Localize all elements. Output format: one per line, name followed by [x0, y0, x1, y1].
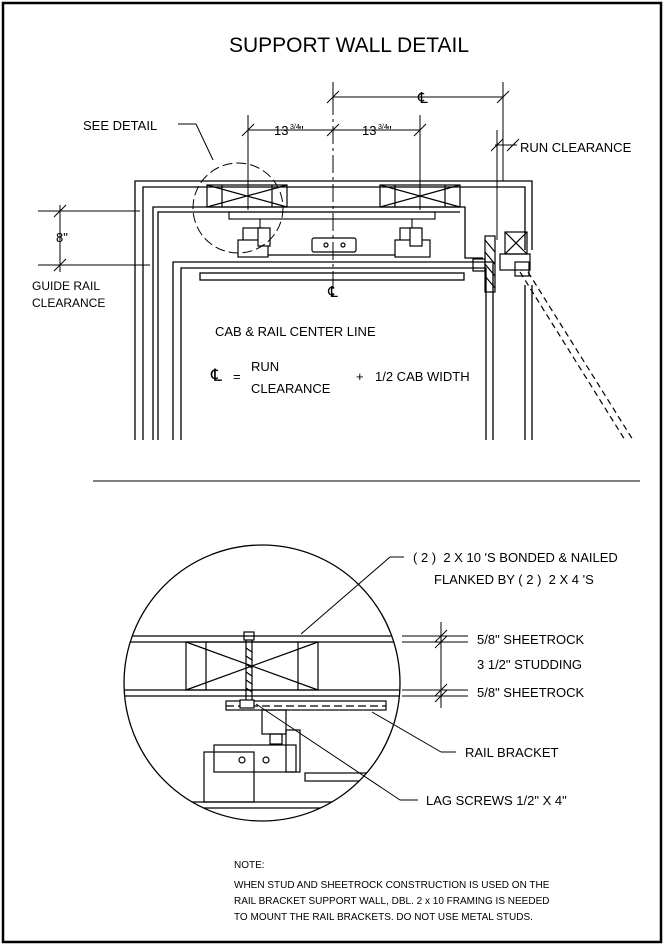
formula-clearance: CLEARANCE — [251, 381, 331, 396]
guide-rail-clearance-2: CLEARANCE — [32, 296, 105, 310]
dim-left-13-3-4: 13 3/4 " — [274, 123, 304, 138]
guide-rails — [237, 227, 431, 258]
centerline-top-symbol: ℄ — [417, 90, 428, 107]
formula-plus: + — [356, 369, 364, 384]
dim-right-fraction: 3/4 — [378, 124, 388, 131]
sheetrock-bottom-label: 5/8" SHEETROCK — [477, 685, 585, 700]
dim-left-inch: " — [299, 123, 304, 138]
see-detail-circle — [192, 162, 284, 254]
formula-cl-symbol: ℄ — [210, 366, 222, 385]
cab-strip — [199, 272, 465, 281]
formula-equals: = — [233, 369, 241, 384]
note-line-1: WHEN STUD AND SHEETROCK CONSTRUCTION IS … — [234, 880, 550, 891]
guide-rail-clearance-1: GUIDE RAIL — [32, 279, 100, 293]
dim-8-label: 8" — [56, 230, 68, 245]
wall-blocking — [206, 184, 461, 208]
sheetrock-top-label: 5/8" SHEETROCK — [477, 632, 585, 647]
dimensions — [38, 82, 520, 272]
formula-run: RUN — [251, 359, 279, 374]
door-detail — [472, 231, 634, 441]
dim-right-13-3-4: 13 3/4 " — [362, 123, 392, 138]
plan-view — [134, 180, 533, 440]
cab-outline — [172, 261, 494, 440]
note-line-3: TO MOUNT THE RAIL BRACKETS. DO NOT USE M… — [234, 912, 533, 923]
detail-circle — [123, 544, 401, 822]
detail-contents — [124, 631, 400, 809]
drawing-title: SUPPORT WALL DETAIL — [229, 34, 469, 57]
centerline-formula: ℄ = RUN CLEARANCE + 1/2 CAB WIDTH — [210, 359, 470, 396]
note-heading: NOTE: — [234, 860, 265, 871]
bonded-label-1: ( 2 ) 2 X 10 'S BONDED & NAILED — [413, 550, 618, 565]
see-detail-label: SEE DETAIL — [83, 118, 157, 133]
bonded-label-2: FLANKED BY ( 2 ) 2 X 4 'S — [434, 572, 594, 587]
studding-label: 3 1/2" STUDDING — [477, 657, 582, 672]
dim-left-whole: 13 — [274, 123, 288, 138]
dim-left-fraction: 3/4 — [290, 124, 300, 131]
outer-wall — [134, 180, 533, 440]
outer-wall-inner — [142, 186, 526, 440]
centerline-cab-symbol: ℄ — [327, 284, 338, 301]
note-block: NOTE: WHEN STUD AND SHEETROCK CONSTRUCTI… — [234, 860, 550, 923]
dim-right-whole: 13 — [362, 123, 376, 138]
lag-screws-label: LAG SCREWS 1/2" X 4" — [426, 793, 567, 808]
cab-outline-inner — [180, 267, 487, 440]
rail-bracket-label: RAIL BRACKET — [465, 745, 558, 760]
formula-half-cab-width: 1/2 CAB WIDTH — [375, 369, 470, 384]
shaft-wall — [152, 206, 483, 440]
cab-rail-center-line-label: CAB & RAIL CENTER LINE — [215, 324, 376, 339]
run-clearance-label: RUN CLEARANCE — [520, 140, 632, 155]
detail-leaders — [255, 556, 468, 801]
note-line-2: RAIL BRACKET SUPPORT WALL, DBL. 2 x 10 F… — [234, 896, 549, 907]
dim-right-inch: " — [387, 123, 392, 138]
